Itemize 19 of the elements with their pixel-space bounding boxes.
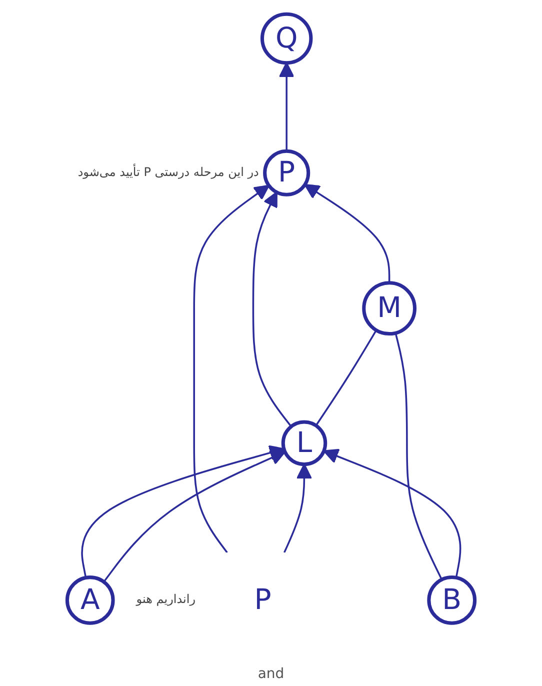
connector — [315, 330, 378, 426]
arrow — [252, 192, 292, 428]
annotation-text: در این مرحله درستی P تأیید می‌شود — [78, 164, 259, 179]
node-circle: L — [281, 420, 328, 466]
node-text: P — [254, 582, 272, 616]
arrow — [103, 450, 286, 582]
annotation-text: رانداریم هنو — [136, 592, 196, 606]
node-circle: Q — [260, 12, 313, 65]
arrow — [304, 184, 390, 283]
arrow — [284, 464, 312, 553]
node-circle: A — [65, 576, 115, 625]
arrow — [278, 62, 294, 152]
arrow — [323, 448, 462, 578]
connector — [394, 332, 443, 580]
arrow — [193, 184, 270, 554]
node-circle: M — [362, 281, 416, 336]
node-circle: P — [263, 149, 310, 196]
node-circle: B — [427, 576, 477, 625]
note-text: and — [258, 666, 284, 682]
